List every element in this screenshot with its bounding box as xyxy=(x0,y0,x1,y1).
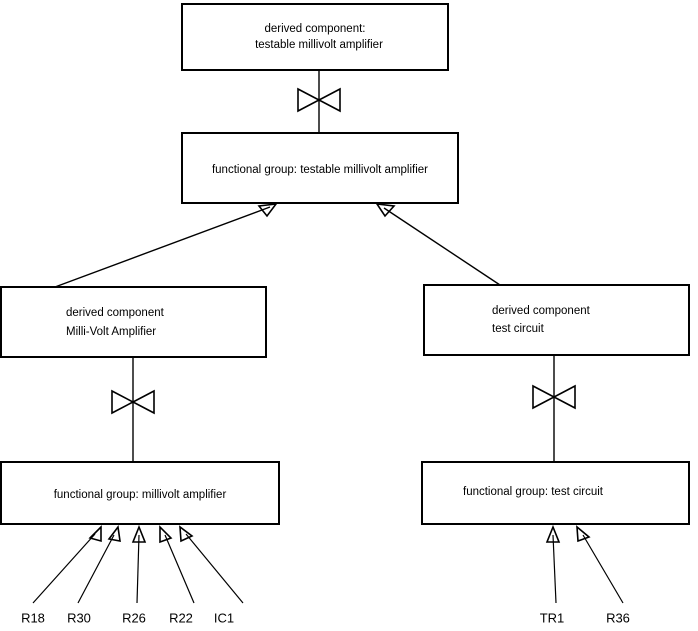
node-label-fg-tc-line1: functional group: test circuit xyxy=(463,486,604,498)
node-label-derived-mva-line1: derived component xyxy=(66,307,165,319)
leaf-label-r18: R18 xyxy=(21,610,45,625)
node-box-fg-millivolt-amplifier[interactable] xyxy=(0,461,280,525)
node-box-derived-milli-volt-amplifier[interactable] xyxy=(0,286,267,358)
generalization-arrowhead-mva xyxy=(257,202,278,218)
leaf-edge-r18 xyxy=(32,533,96,604)
leaf-label-r22: R22 xyxy=(169,610,193,625)
bowtie-connectors xyxy=(111,87,576,415)
node-box-derived-test-circuit[interactable] xyxy=(423,284,690,356)
node-label-fg-testable-line1: functional group: testable millivolt amp… xyxy=(212,164,428,176)
node-fg-millivolt-amplifier[interactable]: functional group: millivolt amplifier xyxy=(0,461,280,525)
leaf-label-r36: R36 xyxy=(606,610,630,625)
leaf-edge-r36 xyxy=(582,534,624,604)
leaf-arrows-millivolt-amplifier xyxy=(32,524,244,604)
node-fg-testable-millivolt-amplifier[interactable]: functional group: testable millivolt amp… xyxy=(181,132,459,204)
leaf-label-tr1: TR1 xyxy=(540,610,565,625)
leaf-arrows-test-circuit xyxy=(545,524,624,604)
leaf-edge-ic1 xyxy=(185,533,244,604)
leaf-edge-r22 xyxy=(164,534,195,604)
connector-lines xyxy=(132,70,555,462)
node-label-fg-mva-line1: functional group: millivolt amplifier xyxy=(54,489,227,501)
generalization-edge-test-circuit xyxy=(383,207,501,286)
leaf-arrowhead-tr1 xyxy=(545,524,561,543)
leaf-arrowhead-r18 xyxy=(88,525,102,543)
generalization-edge-mva xyxy=(54,206,271,288)
leaf-label-r30: R30 xyxy=(67,610,91,625)
leaf-arrowhead-r36 xyxy=(576,525,591,543)
node-derived-test-circuit[interactable]: derived component test circuit xyxy=(423,284,690,356)
leaf-label-ic1: IC1 xyxy=(214,610,234,625)
bowtie-icon-right xyxy=(532,384,576,410)
leaf-arrowhead-ic1 xyxy=(179,525,194,543)
leaf-edge-r30 xyxy=(77,534,115,604)
leaf-edge-tr1 xyxy=(552,534,557,604)
leaf-edge-r26 xyxy=(136,534,140,604)
leaf-labels: R18 R30 R26 R22 IC1 TR1 R36 xyxy=(21,610,630,625)
node-label-derived-tc-line2: test circuit xyxy=(492,323,545,335)
bowtie-icon-left xyxy=(111,389,155,415)
node-box-fg-test-circuit[interactable] xyxy=(421,461,690,525)
bowtie-icon-top xyxy=(297,87,341,113)
node-label-derived-testable-line2: testable millivolt amplifier xyxy=(255,39,383,51)
node-label-derived-tc-line1: derived component xyxy=(492,305,591,317)
leaf-label-r26: R26 xyxy=(122,610,146,625)
node-derived-milli-volt-amplifier[interactable]: derived component Milli-Volt Amplifier xyxy=(0,286,267,358)
generalization-edges xyxy=(54,202,501,288)
leaf-arrowhead-r22 xyxy=(159,525,173,544)
node-box-fg-testable-millivolt-amplifier[interactable] xyxy=(181,132,459,204)
node-derived-testable-millivolt-amplifier[interactable]: derived component: testable millivolt am… xyxy=(181,3,449,71)
node-box-derived-testable-millivolt-amplifier[interactable] xyxy=(181,3,449,71)
generalization-arrowhead-test-circuit xyxy=(375,203,396,218)
node-fg-test-circuit[interactable]: functional group: test circuit xyxy=(421,461,690,525)
leaf-arrowhead-r26 xyxy=(131,524,147,543)
node-label-derived-mva-line2: Milli-Volt Amplifier xyxy=(66,326,156,338)
leaf-arrowhead-r30 xyxy=(107,524,121,542)
node-label-derived-testable-line1: derived component: xyxy=(264,23,365,35)
